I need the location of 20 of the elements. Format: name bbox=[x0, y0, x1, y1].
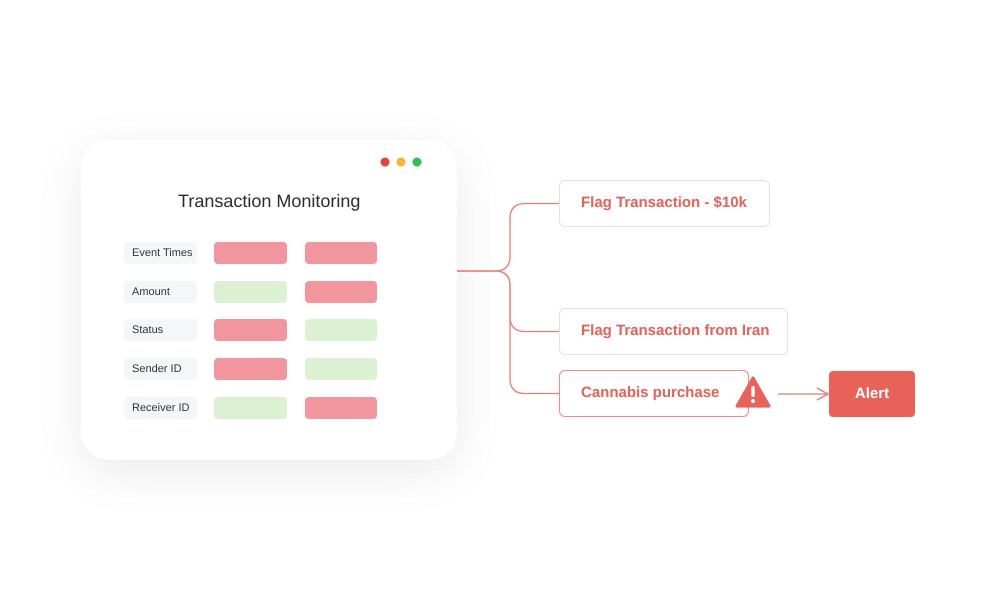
status-bar bbox=[305, 242, 377, 264]
status-bar bbox=[214, 358, 287, 380]
field-label: Sender ID bbox=[124, 358, 197, 380]
field-label: Receiver ID bbox=[124, 397, 197, 419]
field-label: Amount bbox=[124, 281, 197, 303]
window-title: Transaction Monitoring bbox=[178, 190, 360, 213]
status-bar bbox=[305, 319, 377, 341]
field-label: Event Times bbox=[124, 242, 197, 264]
status-bar bbox=[214, 319, 287, 341]
status-bar bbox=[305, 358, 377, 380]
field-label: Status bbox=[124, 319, 197, 341]
status-bar bbox=[214, 242, 287, 264]
connector bbox=[778, 387, 829, 401]
status-bar bbox=[305, 397, 377, 419]
app-window bbox=[81, 140, 457, 460]
status-bar bbox=[305, 281, 377, 303]
status-bar bbox=[214, 281, 287, 303]
connector bbox=[457, 270, 559, 394]
alert-button: Alert bbox=[829, 371, 915, 417]
status-bar bbox=[214, 397, 287, 419]
